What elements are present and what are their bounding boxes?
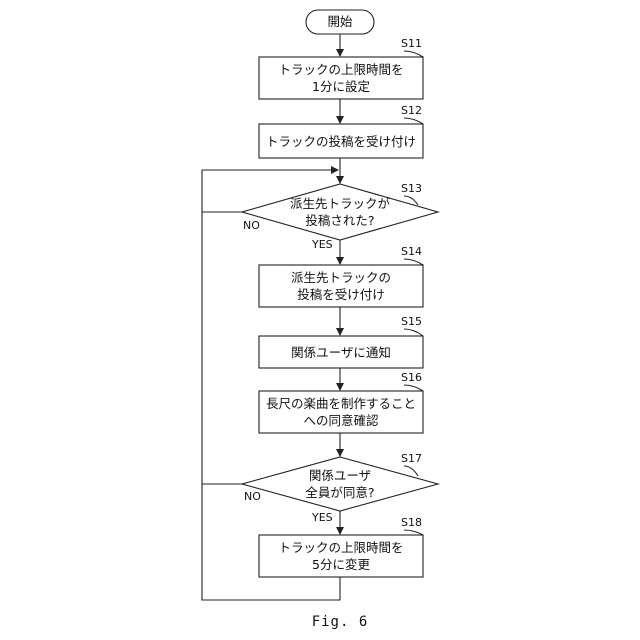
branch-label-s13-no: NO [243,219,260,232]
process-s16-line-1: 長尺の楽曲を制作すること [266,396,416,411]
step-id-s14: S14 [401,245,422,258]
step-leader-s16 [404,385,423,391]
step-id-s13: S13 [401,182,422,195]
step-leader-s17 [404,466,418,476]
decision-s17 [242,457,438,511]
decision-s13-line-2: 投稿された? [305,213,374,228]
branch-label-s17-yes: YES [311,511,333,524]
branch-label-s13-yes: YES [311,238,333,251]
process-s15-line-1: 関係ユーザに通知 [291,345,391,360]
step-id-s16: S16 [401,371,422,384]
start-label: 開始 [327,14,353,29]
step-leader-s11 [404,51,423,57]
decision-s17-line-1: 関係ユーザ [309,468,371,483]
step-leader-s14 [404,259,423,265]
step-leader-s18 [404,530,423,535]
process-s16-line-2: への同意確認 [303,413,379,428]
process-s18-line-1: トラックの上限時間を [278,540,403,555]
step-id-s18: S18 [401,516,422,529]
step-id-s11: S11 [401,37,422,50]
decision-s17-line-2: 全員が同意? [305,485,374,500]
process-s14-line-2: 投稿を受け付け [297,287,385,302]
process-s18-line-2: 5分に変更 [312,557,370,572]
step-id-s15: S15 [401,315,422,328]
process-s11-line-2: 1分に設定 [312,79,370,94]
step-leader-s15 [404,329,423,336]
process-s11-line-1: トラックの上限時間を [278,62,403,77]
step-id-s17: S17 [401,452,422,465]
step-id-s12: S12 [401,104,422,117]
figure-caption: Fig. 6 [312,614,369,630]
process-s14-line-1: 派生先トラックの [291,270,391,285]
decision-s13-line-1: 派生先トラックが [290,196,391,211]
step-leader-s12 [404,118,423,124]
branch-label-s17-no: NO [244,490,261,503]
process-s12-line-1: トラックの投稿を受け付け [266,134,416,149]
